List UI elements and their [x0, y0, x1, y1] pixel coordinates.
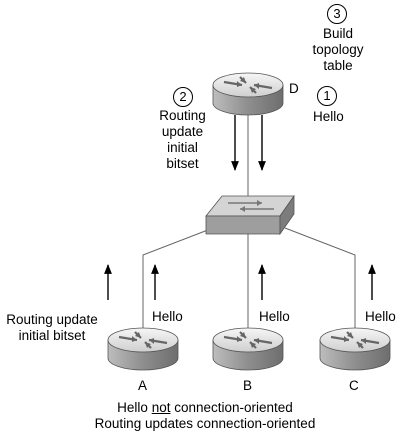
router-b-label: B — [243, 378, 253, 393]
router-c-label: C — [349, 378, 359, 393]
step-3-badge: 3 — [327, 4, 347, 24]
router-c — [318, 326, 392, 372]
link-switch-a — [142, 227, 214, 330]
switch — [205, 194, 295, 236]
hello-label-c: Hello — [365, 309, 396, 324]
caption-line-1: Hello not connection-oriented — [117, 400, 293, 415]
step-2-badge: 2 — [173, 87, 193, 107]
caption-line-2: Routing updates connection-oriented — [94, 416, 316, 431]
step-1-label: Hello — [313, 109, 344, 124]
router-d — [211, 71, 285, 117]
hello-label-b: Hello — [259, 309, 290, 324]
router-a-label: A — [138, 378, 148, 393]
caption: Hello not connection-oriented Routing up… — [80, 400, 330, 432]
router-a — [106, 326, 180, 372]
hello-label-a: Hello — [152, 309, 183, 324]
router-b — [211, 326, 285, 372]
link-switch-c — [284, 227, 356, 330]
step-1-badge: 1 — [317, 86, 337, 106]
router-d-label: D — [289, 81, 299, 96]
